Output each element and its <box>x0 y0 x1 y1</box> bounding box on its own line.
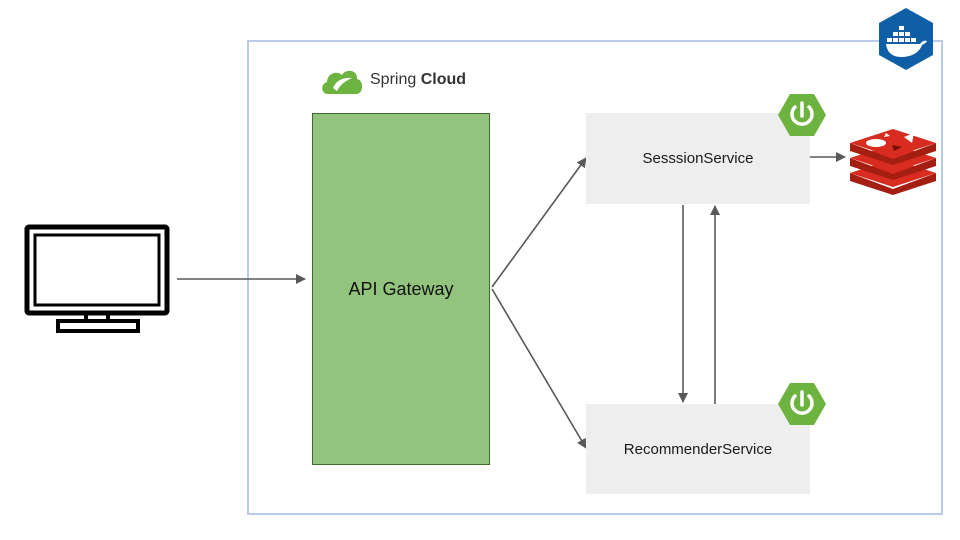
recommender-service-box: RecommenderService <box>586 404 810 494</box>
spring-cloud-leaf-icon <box>320 64 364 96</box>
session-service-label: SesssionService <box>642 150 754 167</box>
docker-container-boundary <box>247 40 943 515</box>
spring-cloud-suffix: Cloud <box>420 71 467 88</box>
desktop-monitor-icon <box>24 224 172 336</box>
spring-boot-power-icon <box>776 92 828 138</box>
session-service-box: SesssionService <box>586 113 810 204</box>
spring-cloud-logo: Spring Cloud <box>320 64 466 96</box>
spring-cloud-prefix: Spring <box>370 71 417 88</box>
docker-icon <box>876 6 936 72</box>
api-gateway-label: API Gateway <box>348 278 454 299</box>
api-gateway-box: API Gateway <box>312 113 490 465</box>
spring-cloud-wordmark: Spring Cloud <box>370 71 466 89</box>
arrow-gateway-to-recommender <box>491 288 587 449</box>
redis-icon <box>848 123 938 195</box>
recommender-service-label: RecommenderService <box>623 440 773 458</box>
arrow-gateway-to-session <box>491 157 587 288</box>
spring-boot-power-icon <box>776 381 828 427</box>
